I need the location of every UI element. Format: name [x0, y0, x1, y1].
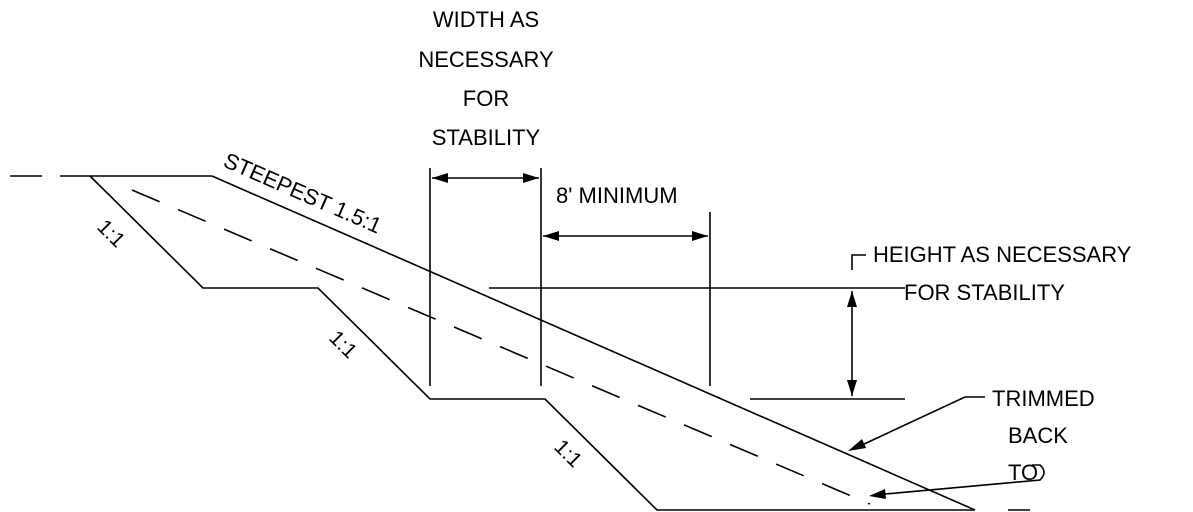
- height-note-line1: HEIGHT AS NECESSARY: [873, 242, 1132, 267]
- trimmed-dashed-line: [131, 189, 871, 505]
- minimum-arrow-right: [692, 231, 708, 241]
- minimum-arrow-left: [543, 231, 559, 241]
- trimmed-note-line1: TRIMMED: [992, 386, 1095, 411]
- minimum-label: 8' MINIMUM: [556, 183, 678, 208]
- steepest-slope-label: STEEPEST 1.5:1: [220, 148, 385, 239]
- trimmed-arrow-lower: [869, 489, 886, 499]
- slope-label-lower: 1:1: [549, 435, 586, 472]
- height-leader: [851, 254, 866, 270]
- height-note-line2: FOR STABILITY: [904, 280, 1065, 305]
- slope-label-middle: 1:1: [324, 326, 361, 363]
- width-note-line2: NECESSARY: [418, 47, 554, 72]
- slope-label-upper: 1:1: [92, 215, 129, 252]
- trimmed-arrow-upper: [848, 439, 866, 451]
- trimmed-leader-lower: [884, 464, 1045, 495]
- height-arrow-up: [847, 291, 857, 307]
- width-note-line3: FOR: [463, 86, 509, 111]
- trimmed-leader-upper: [861, 396, 985, 446]
- width-arrow-left: [432, 173, 448, 183]
- width-arrow-right: [523, 173, 539, 183]
- bench-profile: [89, 175, 975, 511]
- steepest-slope-line: [211, 175, 976, 511]
- height-arrow-down: [847, 380, 857, 396]
- width-note-line4: STABILITY: [432, 125, 541, 150]
- width-note-line1: WIDTH AS: [433, 7, 539, 32]
- trimmed-note-line3: TO: [1008, 460, 1038, 485]
- trimmed-note-line2: BACK: [1008, 423, 1068, 448]
